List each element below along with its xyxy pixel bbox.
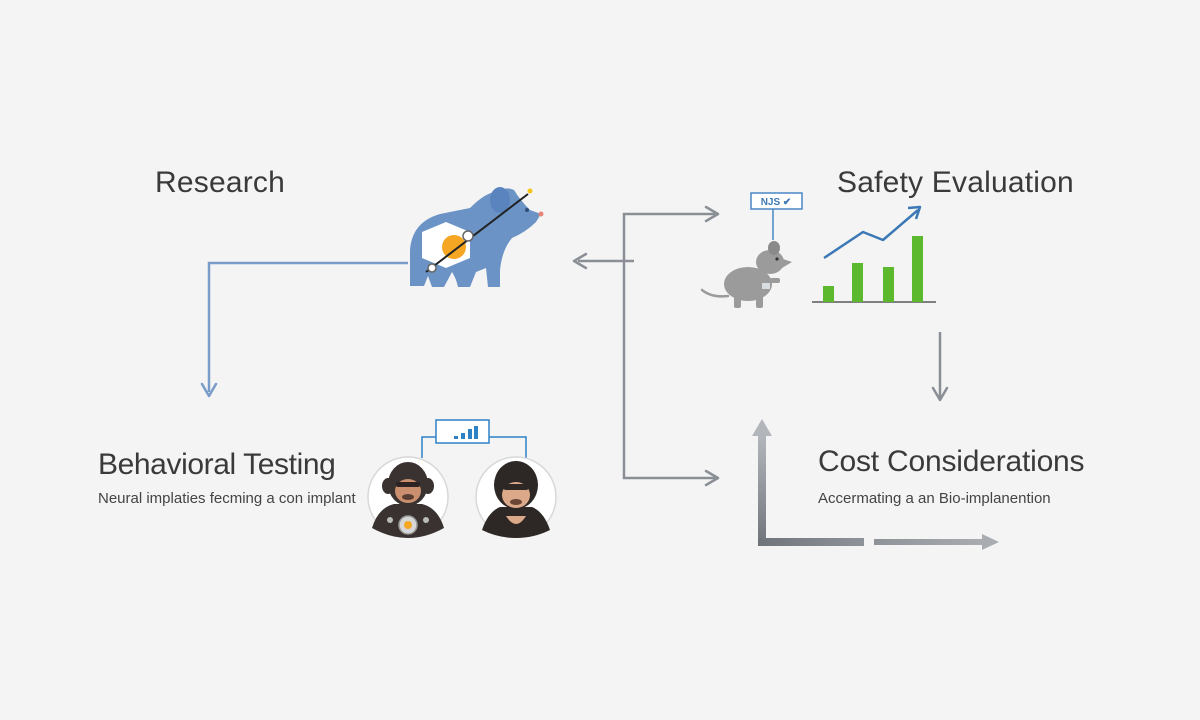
mouse-with-implant-icon (410, 187, 544, 287)
rat-icon (700, 241, 792, 308)
chart-bar-1 (823, 286, 834, 302)
chart-bar-2 (852, 263, 863, 302)
cost-considerations-title: Cost Considerations (818, 445, 1085, 478)
connector-research-to-behavioral (200, 261, 408, 398)
chart-bar-4 (912, 236, 923, 302)
njs-tag-text: NJS ✔ (761, 197, 792, 208)
trend-line (823, 209, 919, 260)
njs-tag: NJS ✔ (750, 192, 803, 240)
signal-bars-icon (421, 419, 527, 458)
safety-evaluation-title: Safety Evaluation (837, 166, 1074, 199)
behavioral-testing-title: Behavioral Testing (98, 448, 336, 481)
cost-considerations-caption: Accermating a an Bio-implanention (818, 490, 1051, 507)
connector-bracket-safety-cost (622, 205, 720, 487)
monkey-with-implant-icon (367, 456, 449, 538)
ape-icon (475, 456, 557, 538)
bar-trend-chart-icon (812, 205, 936, 303)
connector-arrow-down (931, 332, 949, 402)
research-title: Research (155, 166, 285, 199)
cost-axis-icon (752, 419, 999, 550)
chart-bar-3 (883, 267, 894, 302)
behavioral-testing-caption: Neural implaties fecming a con implant (98, 490, 356, 507)
